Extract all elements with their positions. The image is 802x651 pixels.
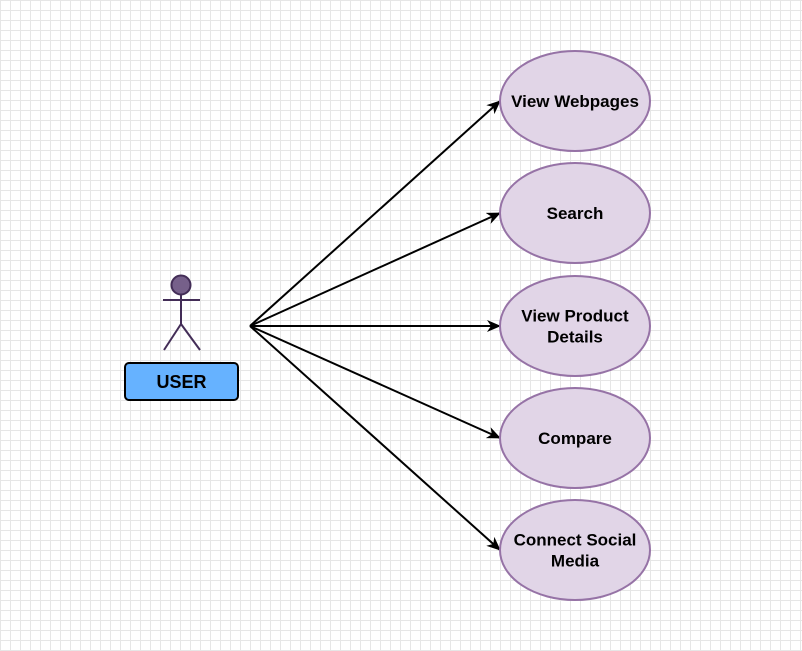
use-case-label: Details [547,328,603,347]
actor-right-leg [180,323,201,351]
association-arrow [249,325,501,551]
use-case: Compare [499,387,651,489]
use-case-label: Search [547,204,604,223]
association-arrow [249,100,501,327]
use-case: Search [499,162,651,264]
use-case-ellipse [499,499,651,601]
actor-left-leg [163,323,182,351]
use-case-ellipse [499,162,651,264]
use-case-ellipse [499,387,651,489]
association-arrow [249,325,501,439]
use-case-label: Compare [538,429,612,448]
use-case-label: Media [551,552,600,571]
association-arrow [249,212,501,327]
association-arrows [249,100,501,551]
actor-label-box [124,362,239,401]
use-case-ellipse [499,275,651,377]
actor-label: USER [156,372,206,392]
actor-user: USER [124,274,239,401]
actor-head [170,274,192,296]
use-case-ellipse [499,50,651,152]
use-case: View Webpages [499,50,651,152]
use-case-label: Connect Social [514,531,637,550]
use-case-label: View Product [521,307,629,326]
use-case-label: View Webpages [511,92,639,111]
